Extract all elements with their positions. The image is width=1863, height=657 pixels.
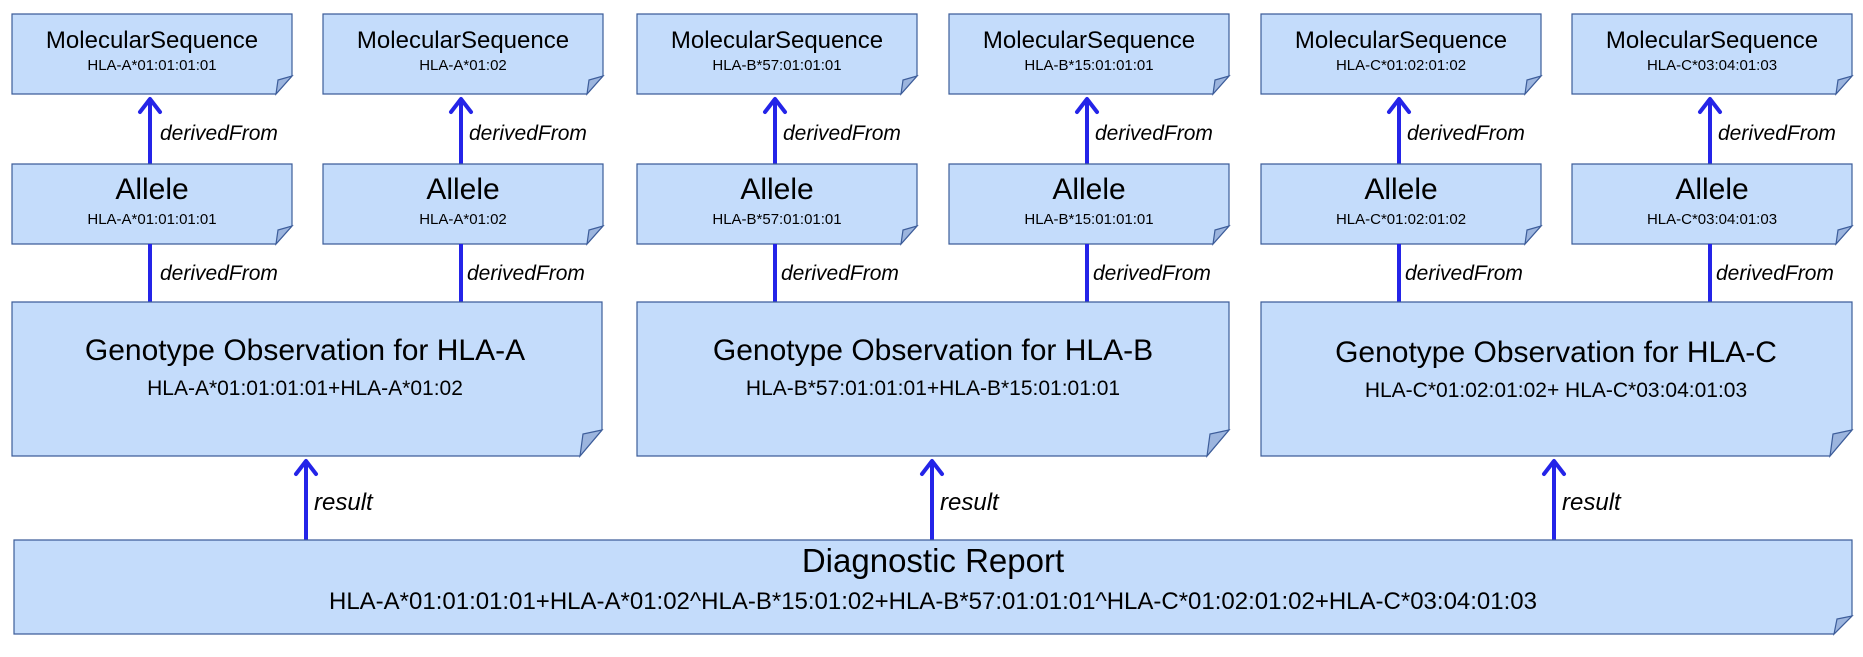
allele-id: HLA-B*15:01:01:01 [1024,211,1153,228]
allele-box-6: Allele HLA-C*03:04:01:03 [1571,163,1854,246]
allele-box-1: Allele HLA-A*01:01:01:01 [11,163,294,246]
edge-label-result: result [940,489,1000,516]
derived-from-link-1: derivedFrom [148,244,278,302]
genotype-box-hla-a: Genotype Observation for HLA-A HLA-A*01:… [11,301,604,458]
genotype-title: Genotype Observation for HLA-C [1335,336,1777,369]
molecular-sequence-title: MolecularSequence [1606,27,1818,54]
report-value: HLA-A*01:01:01:01+HLA-A*01:02^HLA-B*15:0… [329,588,1537,615]
allele-box-2: Allele HLA-A*01:02 [322,163,605,246]
edge-label-derived-from: derivedFrom [1095,122,1213,145]
allele-box-4: Allele HLA-B*15:01:01:01 [948,163,1231,246]
molecular-sequence-title: MolecularSequence [357,27,569,54]
molecular-sequence-id: HLA-C*03:04:01:03 [1647,57,1777,74]
molecular-sequence-box-3: MolecularSequence HLA-B*57:01:01:01 [636,13,919,96]
allele-title: Allele [740,173,813,206]
derived-from-edge-1: derivedFrom [138,97,278,164]
molecular-sequence-box-6: MolecularSequence HLA-C*03:04:01:03 [1571,13,1854,96]
genotype-value: HLA-A*01:01:01:01+HLA-A*01:02 [147,377,463,400]
allele-id: HLA-B*57:01:01:01 [712,211,841,228]
derived-from-edge-5: derivedFrom [1387,97,1525,164]
edge-label-derived-from: derivedFrom [469,122,587,145]
derived-from-edge-4: derivedFrom [1075,97,1213,164]
result-edge-hla-b: result [920,459,1000,540]
edge-label-derived-from: derivedFrom [1407,122,1525,145]
molecular-sequence-title: MolecularSequence [46,27,258,54]
result-edge-hla-a: result [294,459,374,540]
molecular-sequence-id: HLA-B*57:01:01:01 [712,57,841,74]
derived-from-edge-2: derivedFrom [449,97,587,164]
derived-from-link-4: derivedFrom [1085,244,1211,302]
edge-label-derived-from: derivedFrom [1718,122,1836,145]
molecular-sequence-id: HLA-B*15:01:01:01 [1024,57,1153,74]
genotype-box-hla-b: Genotype Observation for HLA-B HLA-B*57:… [636,301,1231,458]
allele-id: HLA-C*01:02:01:02 [1336,211,1466,228]
molecular-sequence-id: HLA-C*01:02:01:02 [1336,57,1466,74]
allele-title: Allele [1052,173,1125,206]
molecular-sequence-id: HLA-A*01:01:01:01 [87,57,216,74]
molecular-sequence-box-2: MolecularSequence HLA-A*01:02 [322,13,605,96]
derived-from-link-6: derivedFrom [1708,244,1834,302]
edge-label-result: result [314,489,374,516]
genotype-title: Genotype Observation for HLA-B [713,334,1153,367]
edge-label-derived-from: derivedFrom [1405,262,1523,285]
genotype-value: HLA-C*01:02:01:02+ HLA-C*03:04:01:03 [1365,379,1747,402]
allele-title: Allele [115,173,188,206]
allele-title: Allele [426,173,499,206]
genotype-value: HLA-B*57:01:01:01+HLA-B*15:01:01:01 [746,377,1120,400]
molecular-sequence-id: HLA-A*01:02 [419,57,507,74]
edge-label-derived-from: derivedFrom [1716,262,1834,285]
allele-id: HLA-A*01:01:01:01 [87,211,216,228]
allele-id: HLA-C*03:04:01:03 [1647,211,1777,228]
result-edge-hla-c: result [1542,459,1622,540]
allele-box-5: Allele HLA-C*01:02:01:02 [1260,163,1543,246]
molecular-sequence-title: MolecularSequence [983,27,1195,54]
edge-label-derived-from: derivedFrom [160,262,278,285]
genotype-title: Genotype Observation for HLA-A [85,334,525,367]
allele-id: HLA-A*01:02 [419,211,507,228]
allele-title: Allele [1364,173,1437,206]
allele-title: Allele [1675,173,1748,206]
allele-box-3: Allele HLA-B*57:01:01:01 [636,163,919,246]
molecular-sequence-box-4: MolecularSequence HLA-B*15:01:01:01 [948,13,1231,96]
edge-label-derived-from: derivedFrom [781,262,899,285]
diagnostic-report-box: Diagnostic Report HLA-A*01:01:01:01+HLA-… [13,539,1854,636]
derived-from-link-3: derivedFrom [773,244,899,302]
molecular-sequence-title: MolecularSequence [1295,27,1507,54]
edge-label-derived-from: derivedFrom [467,262,585,285]
edge-label-derived-from: derivedFrom [160,122,278,145]
molecular-sequence-title: MolecularSequence [671,27,883,54]
edge-label-derived-from: derivedFrom [1093,262,1211,285]
report-title: Diagnostic Report [802,542,1064,579]
derived-from-link-5: derivedFrom [1397,244,1523,302]
molecular-sequence-box-1: MolecularSequence HLA-A*01:01:01:01 [11,13,294,96]
edge-label-derived-from: derivedFrom [783,122,901,145]
edge-label-result: result [1562,489,1622,516]
derived-from-edge-6: derivedFrom [1698,97,1836,164]
genotype-box-hla-c: Genotype Observation for HLA-C HLA-C*01:… [1260,301,1854,458]
derived-from-edge-3: derivedFrom [763,97,901,164]
molecular-sequence-box-5: MolecularSequence HLA-C*01:02:01:02 [1260,13,1543,96]
derived-from-link-2: derivedFrom [459,244,585,302]
